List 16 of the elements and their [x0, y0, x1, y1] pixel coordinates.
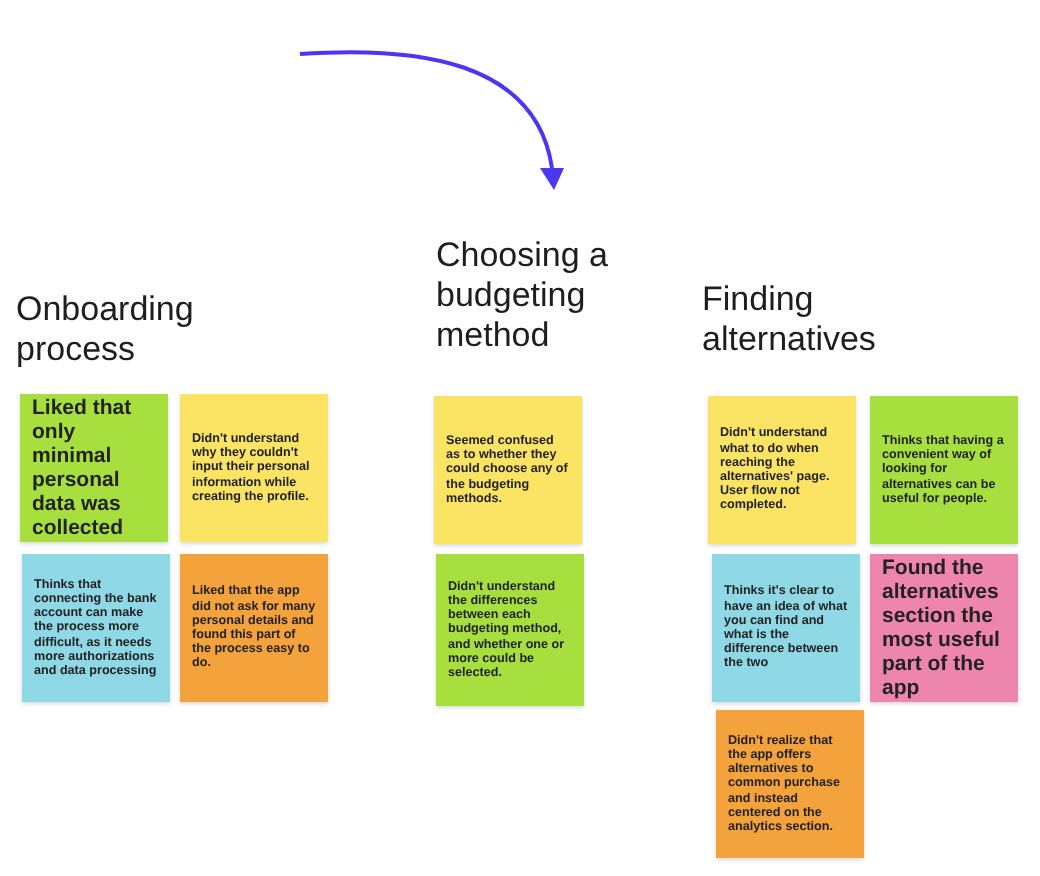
sticky-note	[716, 710, 864, 858]
sticky-note	[712, 554, 860, 702]
sticky-note	[180, 394, 328, 542]
sticky-note	[434, 396, 582, 544]
sticky-note	[870, 554, 1018, 702]
sticky-note	[708, 396, 856, 544]
sticky-note	[22, 554, 170, 702]
section-heading: Onboarding process	[16, 290, 196, 370]
section-heading: Choosing a budgeting method	[436, 236, 611, 356]
section-heading: Finding alternatives	[702, 280, 878, 360]
sticky-note	[436, 554, 584, 706]
sticky-note	[20, 394, 168, 542]
note-text: Liked that only minimal personal data was collected	[32, 396, 134, 540]
sticky-note	[180, 554, 328, 702]
sticky-note	[870, 396, 1018, 544]
note-text: Found the alternatives section the most useful part of the app	[882, 556, 1002, 700]
